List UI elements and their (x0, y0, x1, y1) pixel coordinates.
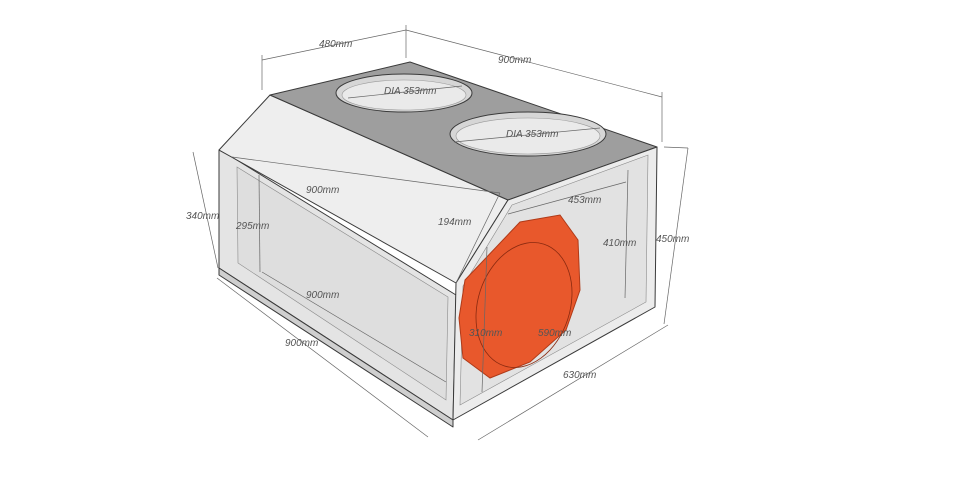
dim-hole-left: DIA 353mm (384, 86, 436, 97)
bottom-edge (218, 267, 454, 428)
dim-end-height: 410mm (603, 238, 636, 249)
dim-bottom-length: 900mm (285, 338, 318, 349)
dim-hole-right: DIA 353mm (506, 129, 558, 140)
dim-inner-height: 295mm (235, 221, 269, 232)
dimension-lines (192, 25, 689, 441)
dim-port-width: 590mm (538, 328, 571, 339)
dim-bottom-width: 630mm (563, 370, 596, 381)
dim-bevel-depth: 194mm (438, 217, 471, 228)
speaker-cutout-left-inner (341, 79, 467, 111)
speaker-cutout-right-inner (455, 117, 601, 155)
side-panel-inner (236, 166, 449, 401)
port-inner-ring (475, 242, 573, 368)
dim-top-depth: 480mm (319, 39, 352, 50)
port-opening (458, 214, 581, 379)
dim-port-depth: 310mm (469, 328, 502, 339)
dim-bevel-length: 900mm (306, 185, 339, 196)
dim-end-width: 453mm (568, 195, 601, 206)
dim-top-width: 900mm (498, 55, 531, 66)
dim-right-height: 450mm (656, 234, 689, 245)
dim-inner-length: 900mm (306, 290, 339, 301)
dim-left-height: 340mm (186, 211, 219, 222)
